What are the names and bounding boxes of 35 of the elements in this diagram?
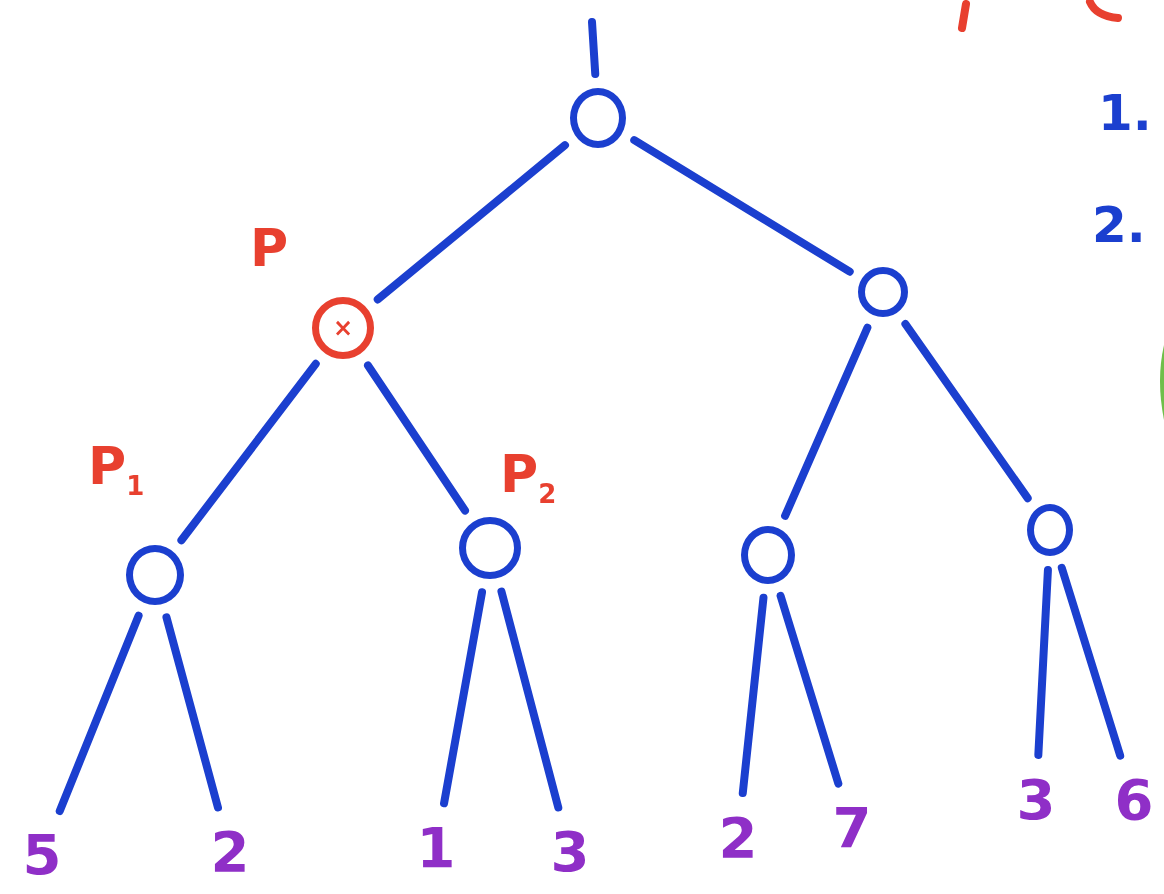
tree-node-circle — [741, 526, 795, 584]
tree-edge — [364, 361, 469, 515]
leaf-value: 1 — [416, 817, 456, 879]
list-number: 1. — [1098, 88, 1152, 138]
tree-edge — [776, 591, 843, 788]
tree-node-circle — [570, 88, 626, 148]
tree-edge — [373, 141, 569, 304]
node-annotation: P — [250, 222, 289, 274]
tree-edge — [738, 593, 768, 798]
leaf-value: 2 — [208, 821, 252, 883]
leaf-value: 5 — [20, 824, 64, 886]
tree-edge — [1034, 565, 1052, 759]
tree-edge — [162, 613, 222, 812]
leaf-value: 7 — [832, 797, 872, 859]
tree-edge — [1057, 563, 1125, 760]
tree-edge — [440, 588, 487, 808]
tree-node-circle — [459, 517, 521, 579]
node-annotation: P$_{1}$ — [88, 440, 145, 500]
tree-edge — [588, 18, 600, 79]
tree-edge — [55, 611, 143, 815]
list-number: 2. — [1092, 200, 1146, 250]
tree-edge — [781, 323, 872, 520]
node-annotation: P$_{2}$ — [500, 448, 557, 508]
tree-edge — [630, 136, 854, 276]
tree-edge — [497, 587, 563, 812]
marked-tree-node: × — [312, 297, 374, 359]
tree-node-circle — [1027, 504, 1073, 556]
tree-edge — [177, 359, 320, 545]
tree-node-circle — [126, 545, 184, 605]
tree-node-circle — [858, 267, 908, 317]
leaf-value: 6 — [1114, 769, 1154, 831]
leaf-value: 3 — [548, 821, 592, 883]
leaf-value: 3 — [1016, 769, 1056, 831]
leaf-value: 2 — [716, 807, 760, 869]
tree-edge — [901, 319, 1032, 503]
